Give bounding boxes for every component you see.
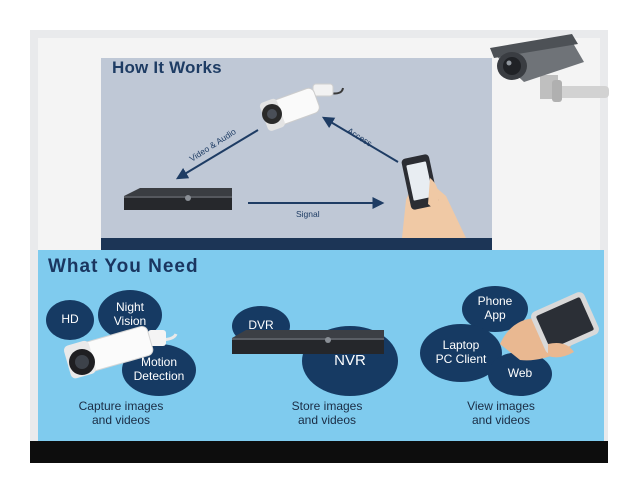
what-you-need-title: What You Need [48,256,199,277]
panel-divider-strip [101,238,492,252]
how-it-works-title: How It Works [112,58,222,77]
capture-caption: Capture images and videos [78,399,164,428]
signal-label: Signal [296,209,320,219]
video-audio-arrow [175,129,259,180]
hd-badge: HD [46,300,94,340]
web-badge: Web [488,352,552,396]
motion-detection-badge: Motion Detection [122,344,196,396]
bottom-bar [30,441,608,463]
store-caption: Store images and videos [291,399,363,428]
view-caption: View images and videos [467,399,535,428]
access-arrow [321,116,399,163]
